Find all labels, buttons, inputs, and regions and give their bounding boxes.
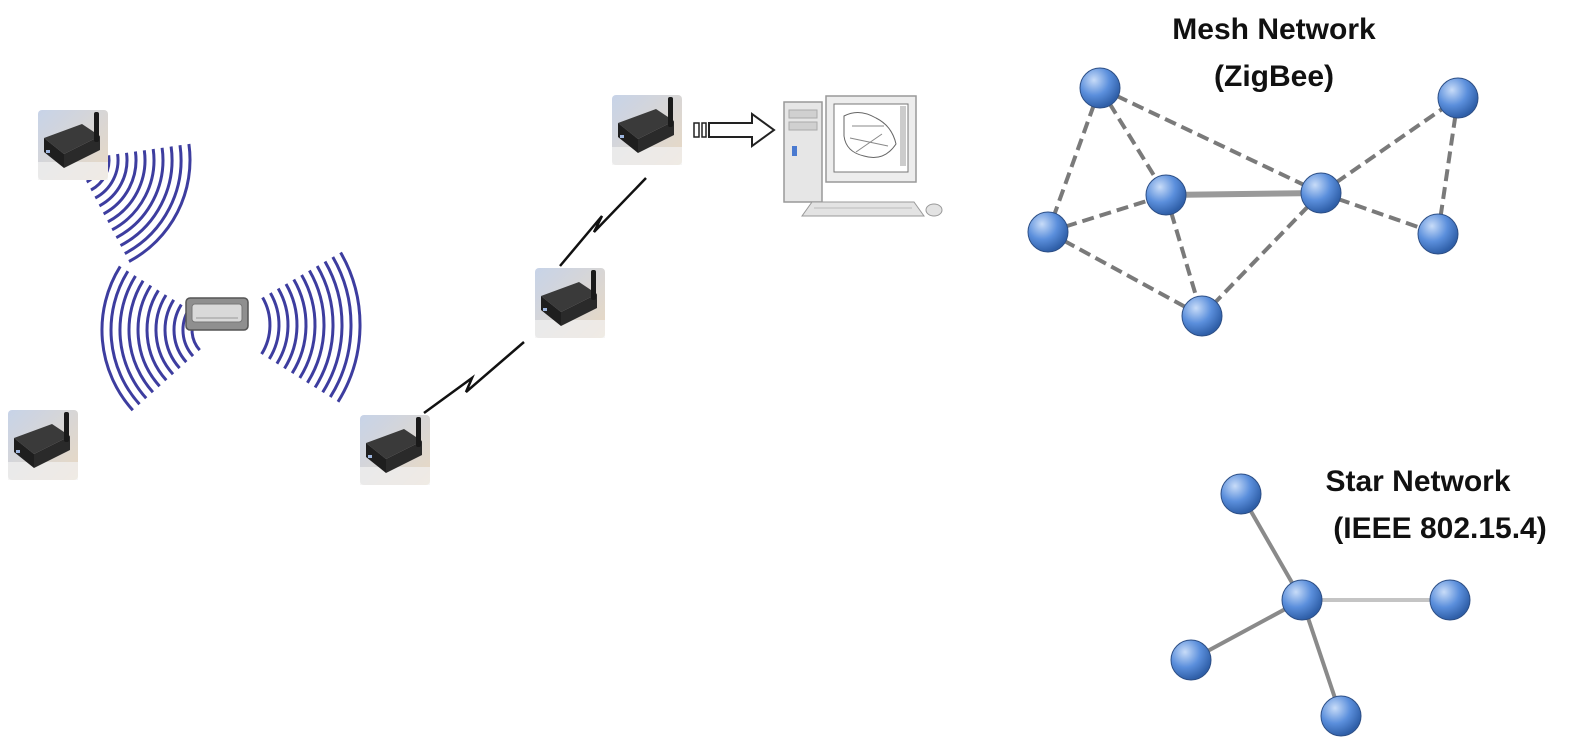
wireless-sensor-icon (535, 268, 605, 338)
radio-wave-arc (127, 279, 155, 394)
radio-wave-icon (85, 143, 362, 412)
radio-wave-arc (313, 265, 335, 389)
radio-wave-arc (111, 148, 156, 232)
mesh-node (1437, 77, 1479, 119)
star-node (1170, 639, 1212, 681)
radio-wave-arc (329, 256, 353, 398)
mesh-links (1046, 86, 1460, 318)
mesh-node (1417, 213, 1459, 255)
gateway-icon (185, 297, 249, 331)
radio-wave-arc (290, 278, 308, 374)
star-network-title: Star Network (1325, 465, 1510, 498)
radio-wave-arc (102, 151, 138, 216)
radio-wave-arc (107, 150, 147, 224)
radio-wave-arc (124, 144, 183, 255)
wireless-sensor-icon (612, 95, 682, 165)
radio-wave-arc (98, 152, 129, 208)
mesh-node (1300, 172, 1342, 214)
radio-wave-arc (118, 275, 148, 400)
radio-wave-arc (163, 299, 181, 370)
star-network-subtitle: (IEEE 802.15.4) (1333, 512, 1546, 545)
radio-wave-arc (321, 260, 344, 394)
mesh-network-title: Mesh Network (1172, 13, 1376, 46)
mesh-solid-link (1165, 190, 1322, 198)
radio-wave-arc (94, 153, 120, 200)
mesh-network-subtitle: (ZigBee) (1214, 60, 1334, 93)
lightning-link-icon (559, 177, 647, 267)
mesh-network-diagram: Mesh Network (ZigBee) (1027, 13, 1479, 337)
mesh-node (1181, 295, 1223, 337)
radio-wave-arc (154, 294, 175, 376)
radio-wave-arc (268, 292, 281, 360)
wireless-sensor-icon (360, 415, 430, 485)
sensor-network-illustration (8, 95, 943, 485)
mesh-node (1079, 67, 1121, 109)
star-node (1429, 579, 1471, 621)
radio-wave-arc (260, 296, 272, 355)
mesh-node (1027, 211, 1069, 253)
radio-wave-arc (275, 287, 290, 365)
radio-wave-arc (109, 270, 141, 406)
radio-wave-arc (336, 251, 362, 403)
star-node (1220, 473, 1262, 515)
radio-wave-arc (128, 143, 192, 263)
radio-wave-arc (145, 289, 168, 382)
star-hub-node (1281, 579, 1323, 621)
mesh-node (1145, 174, 1187, 216)
star-node (1320, 695, 1362, 737)
radio-wave-arc (115, 147, 165, 240)
radio-wave-arc (100, 265, 134, 412)
radio-wave-arc (298, 274, 317, 379)
radio-wave-arc (283, 283, 299, 370)
radio-wave-arc (306, 269, 326, 384)
arrow-right-icon (693, 112, 776, 148)
radio-wave-arc (136, 284, 161, 388)
star-network-diagram: Star Network (IEEE 802.15.4) (1170, 465, 1547, 737)
wireless-sensor-icon (8, 410, 78, 480)
radio-wave-arc (172, 303, 188, 364)
radio-wave-arc (119, 146, 174, 247)
wireless-sensor-icon (38, 110, 108, 180)
lightning-link-icon (423, 341, 525, 415)
computer-icon (783, 95, 943, 217)
